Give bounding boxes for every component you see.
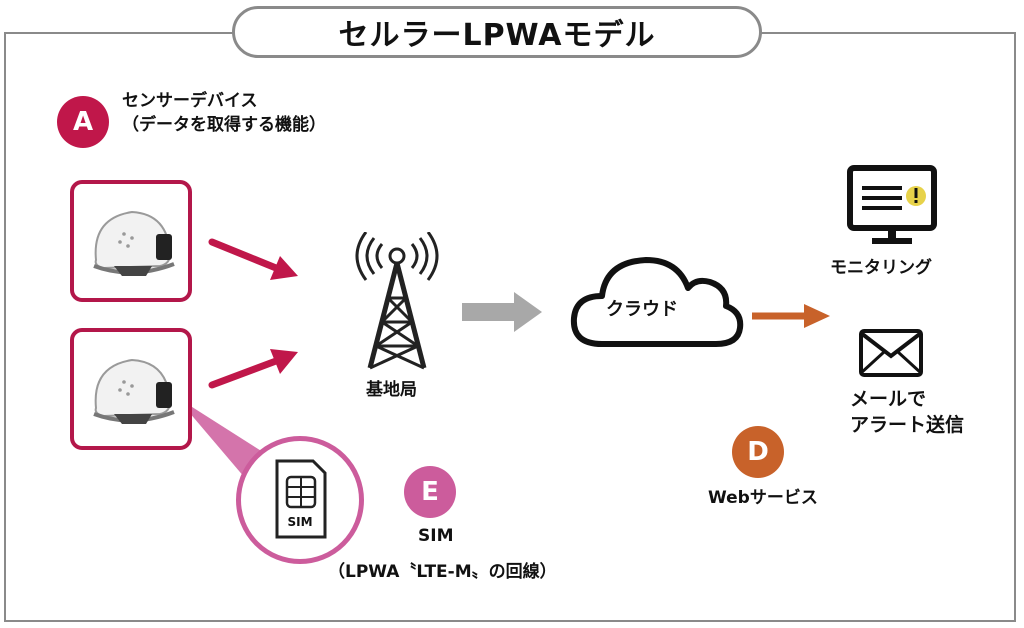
antenna-tower-icon: [355, 232, 439, 370]
sensor-device-label: センサーデバイス （データを取得する機能）: [122, 89, 326, 137]
sim-line-label: （LPWA〝LTE-M〟の回線）: [328, 562, 557, 582]
badge-a: A: [57, 96, 109, 148]
base-station-label: 基地局: [366, 380, 417, 400]
sim-label: SIM: [418, 526, 454, 546]
sim-callout-circle: SIM: [236, 436, 364, 564]
arrow-tower-to-cloud: [462, 292, 542, 332]
monitoring-label: モニタリング: [830, 258, 932, 278]
sensor-card-2: [70, 328, 192, 450]
arrow-helmet2-to-tower: [208, 349, 298, 389]
sensor-label-line2: （データを取得する機能）: [122, 115, 326, 135]
helmet-sensor-icon: [93, 358, 175, 424]
arrow-helmet1-to-tower: [208, 238, 298, 280]
mail-alert-label: メールで アラート送信: [850, 386, 964, 438]
cloud-label: クラウド: [606, 299, 678, 320]
mail-label-line1: メールで: [850, 388, 927, 410]
badge-e: E: [404, 466, 456, 518]
helmet-sensor-icon: [93, 210, 175, 276]
envelope-icon: [859, 329, 923, 377]
diagram-title: セルラーLPWAモデル: [232, 6, 762, 58]
cloud-icon: [570, 257, 744, 347]
mail-label-line2: アラート送信: [850, 414, 965, 436]
sim-card-icon: [275, 459, 327, 539]
arrow-cloud-to-services: [752, 304, 830, 328]
sensor-card-1: [70, 180, 192, 302]
badge-d: D: [732, 426, 784, 478]
web-service-label: Webサービス: [708, 488, 818, 508]
sim-card-text: SIM: [287, 515, 313, 529]
monitor-alert-icon: [847, 165, 937, 244]
sensor-label-line1: センサーデバイス: [122, 91, 258, 111]
